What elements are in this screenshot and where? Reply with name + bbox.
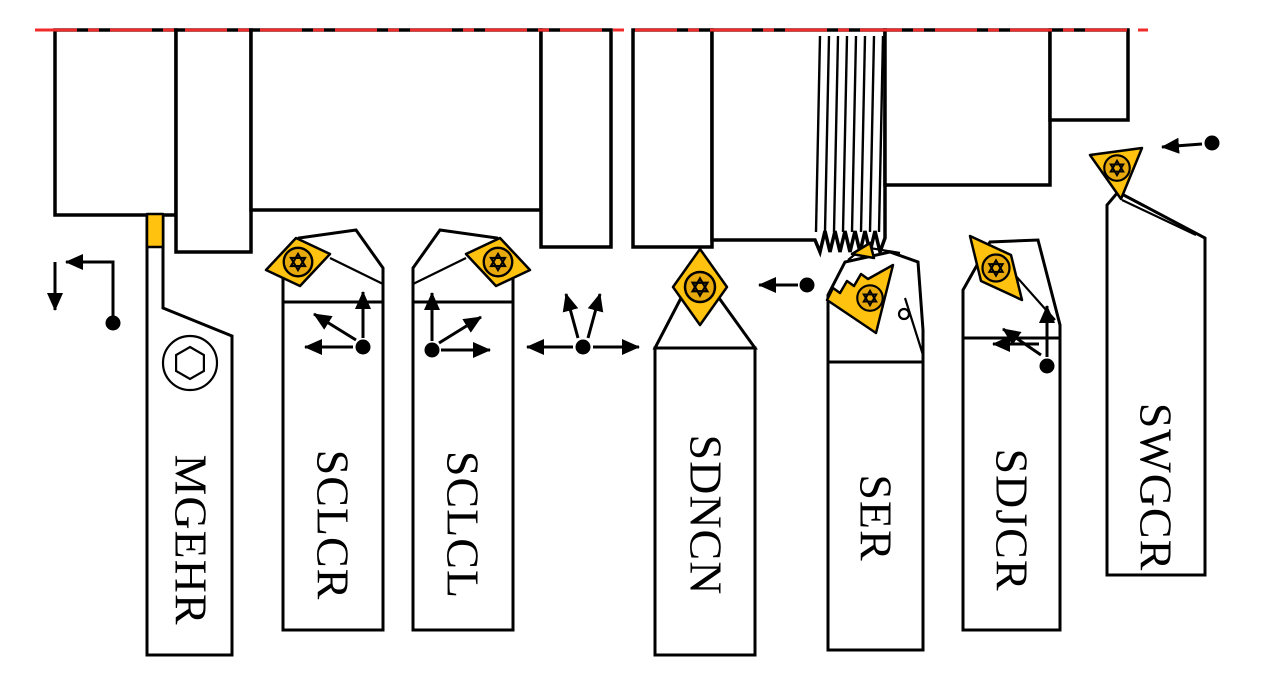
tool-label-sclcl: SCLCL [438, 451, 489, 599]
tool-tip-dot [799, 277, 815, 293]
tool-label-sdncn: SDNCN [681, 435, 732, 596]
feed-arrow-diagonal [313, 312, 357, 342]
feed-arrow-up-right [586, 293, 604, 339]
tool-swgcr: SWGCR [1088, 146, 1207, 577]
tool-sclcl: SCLCL [411, 228, 532, 632]
hex-socket-icon [161, 334, 219, 392]
ser-clamp-edge [903, 297, 925, 356]
workpiece-section-1 [53, 28, 178, 217]
workpiece [53, 28, 1130, 259]
tool-label-sdjcr: SDJCR [987, 448, 1038, 591]
workpiece-section-8 [1048, 28, 1130, 122]
tool-sclcr: SCLCR [264, 228, 385, 632]
torx-star-icon [1103, 154, 1131, 182]
swgcr-holder [1105, 190, 1207, 577]
sclcl-feed-arrows [424, 292, 491, 358]
tool-label-ser: SER [851, 474, 902, 561]
tool-label-swgcr: SWGCR [1131, 403, 1182, 572]
torx-star-icon [482, 246, 514, 278]
tool-label-sclcr: SCLCR [308, 450, 359, 601]
feed-arrow-left [1161, 137, 1203, 154]
workpiece-section-2 [174, 28, 253, 254]
swgcr-clamp-edge [1121, 199, 1197, 236]
workpiece-section-7 [883, 28, 1052, 187]
tool-mgehr: MGEHR [145, 212, 234, 657]
torx-star-icon [683, 270, 717, 304]
tool-tip-dot [575, 339, 591, 355]
thread-crest-lines [814, 35, 885, 233]
tool-tip-dot [105, 315, 121, 331]
sdjcr-shank [961, 336, 1062, 632]
mgehr-feed-arrows [47, 254, 121, 331]
center-feed-arrows [526, 293, 640, 355]
torx-star-icon [282, 246, 314, 278]
mgehr-grooving-insert [145, 212, 165, 249]
sclcr-shank [281, 300, 385, 632]
sclcr-feed-arrows [304, 291, 371, 355]
tool-sdjcr: SDJCR [961, 234, 1062, 632]
workpiece-thread-section [710, 28, 887, 259]
tool-ser: SER [825, 241, 925, 652]
sdncn-feed-arrows [758, 277, 815, 293]
swgcr-feed-arrows [1161, 135, 1220, 154]
sdncn-shank [653, 346, 757, 657]
feed-arrow-up-left [562, 293, 580, 339]
workpiece-section-4 [539, 28, 613, 249]
tool-tip-dot [1204, 135, 1220, 151]
feed-arrow-diagonal [1002, 327, 1042, 357]
ser-insert-corner [850, 241, 876, 260]
feed-arrow-left [65, 254, 115, 323]
workpiece-section-3 [249, 28, 543, 212]
sdjcr-feed-arrows [992, 305, 1055, 374]
tool-sdncn: SDNCN [652, 247, 758, 657]
torx-star-icon [981, 253, 1011, 283]
tool-tip-dot [1039, 358, 1055, 374]
feed-arrow-diagonal [438, 315, 482, 345]
torx-star-icon [856, 284, 884, 312]
tool-label-mgehr: MGEHR [166, 454, 217, 625]
sclcl-seat-line [412, 257, 467, 285]
sclcr-seat-line [329, 257, 384, 285]
workpiece-section-5 [631, 28, 714, 249]
tool-tip-dot [355, 339, 371, 355]
ser-pin [897, 307, 911, 321]
tool-tip-dot [424, 342, 440, 358]
